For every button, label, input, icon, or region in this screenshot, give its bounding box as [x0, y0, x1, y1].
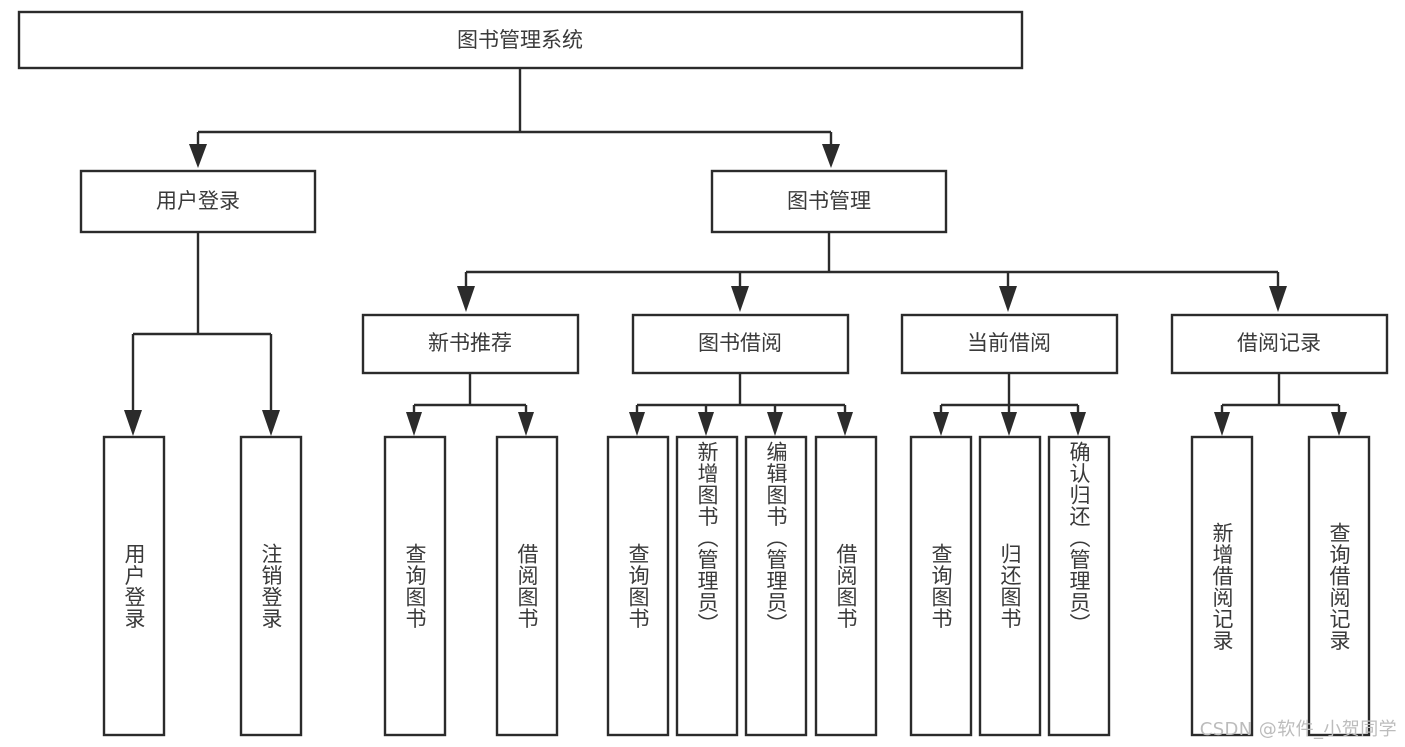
leaf-box-book-borrow-1[interactable] — [606, 435, 670, 737]
leaf-box-new-book-1[interactable] — [383, 435, 447, 737]
leaf-box-current-borrow-1[interactable] — [909, 435, 973, 737]
node-new-book-box[interactable] — [361, 313, 580, 375]
arrow-root-to-book-manage — [822, 144, 840, 168]
arrow-bb-leaf-4 — [837, 412, 853, 436]
leaf-box-book-borrow-2[interactable] — [675, 435, 739, 737]
leaf-box-borrow-record-2[interactable] — [1307, 435, 1371, 737]
arrow-bm-to-book-borrow — [731, 286, 749, 312]
leaf-box-user-login-2[interactable] — [239, 435, 303, 737]
arrow-user-login-leaf-1 — [124, 410, 142, 436]
arrow-cb-leaf-2 — [1001, 412, 1017, 436]
leaf-box-new-book-2[interactable] — [495, 435, 559, 737]
arrow-br-leaf-1 — [1214, 412, 1230, 436]
node-current-borrow-label: 当前借阅 — [967, 331, 1051, 355]
node-root-label: 图书管理系统 — [457, 28, 583, 52]
leaf-box-book-borrow-3[interactable] — [744, 435, 808, 737]
arrow-new-book-leaf-2 — [518, 412, 534, 436]
arrow-bb-leaf-1 — [629, 412, 645, 436]
node-new-book-label: 新书推荐 — [428, 331, 512, 355]
node-user-login-label: 用户登录 — [156, 189, 240, 213]
node-book-borrow-label: 图书借阅 — [698, 331, 782, 355]
leaf-box-book-borrow-4[interactable] — [814, 435, 878, 737]
arrow-user-login-leaf-2 — [262, 410, 280, 436]
leaf-box-borrow-record-1[interactable] — [1190, 435, 1254, 737]
node-book-manage-box[interactable] — [710, 169, 948, 234]
arrow-bm-to-current-borrow — [999, 286, 1017, 312]
node-root-box[interactable] — [17, 10, 1024, 70]
node-book-borrow-box[interactable] — [631, 313, 850, 375]
watermark-text: CSDN @软件_小贺同学 — [1199, 719, 1397, 740]
arrow-bb-leaf-3 — [767, 412, 783, 436]
leaf-box-user-login-1[interactable] — [102, 435, 166, 737]
arrow-new-book-leaf-1 — [406, 412, 422, 436]
leaf-box-current-borrow-2[interactable] — [978, 435, 1042, 737]
leaf-box-current-borrow-3[interactable] — [1047, 435, 1111, 737]
arrow-bm-to-borrow-record — [1269, 286, 1287, 312]
node-borrow-record-label: 借阅记录 — [1237, 331, 1321, 355]
arrow-bb-leaf-2 — [698, 412, 714, 436]
node-book-manage-label: 图书管理 — [787, 189, 871, 213]
arrow-cb-leaf-1 — [933, 412, 949, 436]
arrow-cb-leaf-3 — [1070, 412, 1086, 436]
arrow-br-leaf-2 — [1331, 412, 1347, 436]
arrow-bm-to-new-book — [457, 286, 475, 312]
node-current-borrow-box[interactable] — [900, 313, 1119, 375]
arrow-root-to-user-login — [189, 144, 207, 168]
node-borrow-record-box[interactable] — [1170, 313, 1389, 375]
